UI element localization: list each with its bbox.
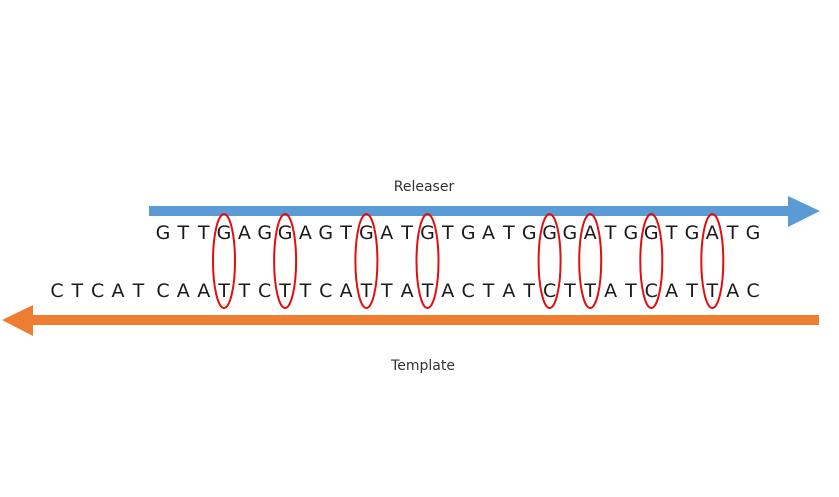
template-base: T [278, 280, 291, 302]
template-base: T [380, 280, 393, 302]
releaser-base: G [542, 222, 557, 244]
template-base: C [645, 280, 658, 302]
template-base: T [421, 280, 434, 302]
template-base: C [258, 280, 271, 302]
releaser-base: T [176, 222, 189, 244]
releaser-base: G [420, 222, 435, 244]
releaser-base: G [746, 222, 761, 244]
releaser-base: T [339, 222, 352, 244]
base-pair-highlights [212, 213, 725, 309]
template-base: T [705, 280, 718, 302]
template-base: T [217, 280, 230, 302]
template-base: C [91, 280, 104, 302]
releaser-base: G [217, 222, 232, 244]
highlight-ellipse [578, 213, 603, 309]
template-base: T [360, 280, 373, 302]
highlight-ellipse [354, 213, 379, 309]
template-base: T [299, 280, 312, 302]
template-base: A [502, 280, 515, 302]
template-base: A [665, 280, 678, 302]
releaser-base: G [156, 222, 171, 244]
releaser-base: T [400, 222, 413, 244]
template-base: T [70, 280, 83, 302]
releaser-label: Releaser [394, 179, 455, 195]
releaser-base: A [299, 222, 312, 244]
releaser-base: T [665, 222, 678, 244]
releaser-base: G [522, 222, 537, 244]
template-base: C [462, 280, 475, 302]
template-base: T [583, 280, 596, 302]
template-base: C [156, 280, 169, 302]
highlight-ellipse [537, 213, 562, 309]
releaser-base: A [584, 222, 597, 244]
highlight-ellipse [273, 213, 298, 309]
template-base: A [177, 280, 190, 302]
highlight-ellipse [700, 213, 725, 309]
releaser-base: T [502, 222, 515, 244]
highlight-ellipse [212, 213, 236, 309]
releaser-base: T [604, 222, 617, 244]
releaser-base: G [278, 222, 293, 244]
template-base: T [132, 280, 145, 302]
highlight-ellipse [415, 213, 440, 309]
template-label: Template [390, 358, 455, 374]
releaser-arrow-head [788, 196, 820, 227]
template-arrow-shaft [30, 315, 819, 325]
template-base: T [563, 280, 576, 302]
template-arrow-head [2, 305, 33, 336]
template-base: T [624, 280, 637, 302]
releaser-base: G [257, 222, 272, 244]
releaser-base: G [359, 222, 374, 244]
releaser-base: G [624, 222, 639, 244]
releaser-arrow-shaft [149, 206, 789, 216]
releaser-base: G [461, 222, 476, 244]
template-base: A [604, 280, 617, 302]
template-base: T [238, 280, 251, 302]
template-base: A [197, 280, 210, 302]
template-base: T [685, 280, 698, 302]
releaser-base: A [482, 222, 495, 244]
template-base: A [441, 280, 454, 302]
highlight-ellipse [639, 213, 664, 309]
template-base: C [746, 280, 759, 302]
template-base: A [401, 280, 414, 302]
releaser-base: G [644, 222, 659, 244]
template-base: C [543, 280, 556, 302]
template-base: A [112, 280, 125, 302]
releaser-base: A [706, 222, 719, 244]
template-base: C [50, 280, 63, 302]
releaser-base: G [318, 222, 333, 244]
template-base: A [340, 280, 353, 302]
releaser-base: T [726, 222, 739, 244]
template-base: A [726, 280, 739, 302]
releaser-base: A [380, 222, 393, 244]
releaser-base: T [197, 222, 210, 244]
releaser-base: T [441, 222, 454, 244]
template-base: T [482, 280, 495, 302]
template-base: T [522, 280, 535, 302]
releaser-base: G [563, 222, 578, 244]
releaser-base: A [238, 222, 251, 244]
releaser-base: G [685, 222, 700, 244]
template-base: C [319, 280, 332, 302]
